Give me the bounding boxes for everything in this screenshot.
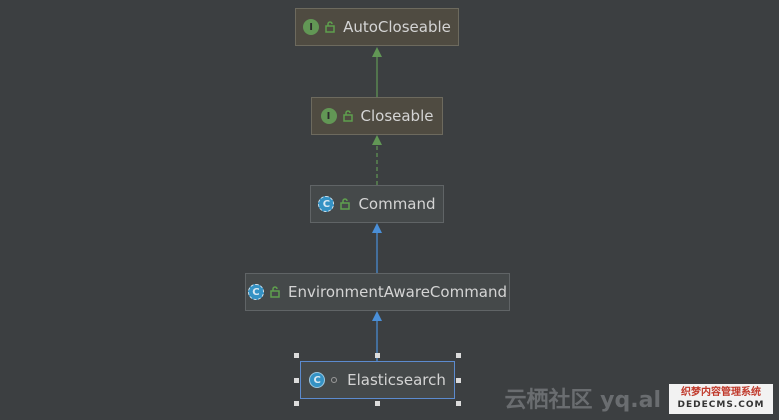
watermark-badge: 织梦内容管理系统 DEDECMS.COM xyxy=(669,384,773,414)
interface-icon: I xyxy=(303,19,320,35)
node-command[interactable]: C Command xyxy=(310,185,444,223)
edge-arrowhead xyxy=(372,135,382,145)
selection-handle[interactable] xyxy=(294,378,299,383)
node-label: Closeable xyxy=(360,107,434,125)
selection-handle[interactable] xyxy=(294,401,299,406)
selection-handle[interactable] xyxy=(375,401,380,406)
node-elasticsearch[interactable]: C Elasticsearch xyxy=(300,361,455,399)
watermark-text: 云栖社区 yq.al xyxy=(504,388,662,413)
node-closeable[interactable]: I Closeable xyxy=(311,97,443,135)
selection-handle[interactable] xyxy=(456,401,461,406)
public-lock-icon xyxy=(340,198,351,210)
class-icon: C xyxy=(309,372,326,388)
watermark: 云栖社区 yq.al xyxy=(505,382,662,414)
interface-icon: I xyxy=(320,108,337,124)
edge-arrowhead xyxy=(372,311,382,321)
abstract-class-icon: C xyxy=(318,196,335,212)
selection-handle[interactable] xyxy=(456,378,461,383)
package-private-icon xyxy=(331,377,338,383)
watermark-badge-line2: DEDECMS.COM xyxy=(677,400,765,410)
edge-arrowhead xyxy=(372,47,382,57)
public-lock-icon xyxy=(270,286,280,298)
watermark-badge-line1: 织梦内容管理系统 xyxy=(681,387,761,398)
public-lock-icon xyxy=(342,110,353,122)
public-lock-icon xyxy=(325,21,335,33)
node-label: Command xyxy=(358,195,436,213)
node-label: Elasticsearch xyxy=(347,371,446,389)
abstract-class-icon: C xyxy=(247,284,264,300)
node-autocloseable[interactable]: I AutoCloseable xyxy=(295,8,459,46)
node-label: EnvironmentAwareCommand xyxy=(287,283,508,301)
node-environmentawarecommand[interactable]: C EnvironmentAwareCommand xyxy=(245,273,510,311)
selection-handle[interactable] xyxy=(375,353,380,358)
edge-arrowhead xyxy=(372,223,382,233)
selection-handle[interactable] xyxy=(294,353,299,358)
node-label: AutoCloseable xyxy=(343,18,451,36)
selection-handle[interactable] xyxy=(456,353,461,358)
